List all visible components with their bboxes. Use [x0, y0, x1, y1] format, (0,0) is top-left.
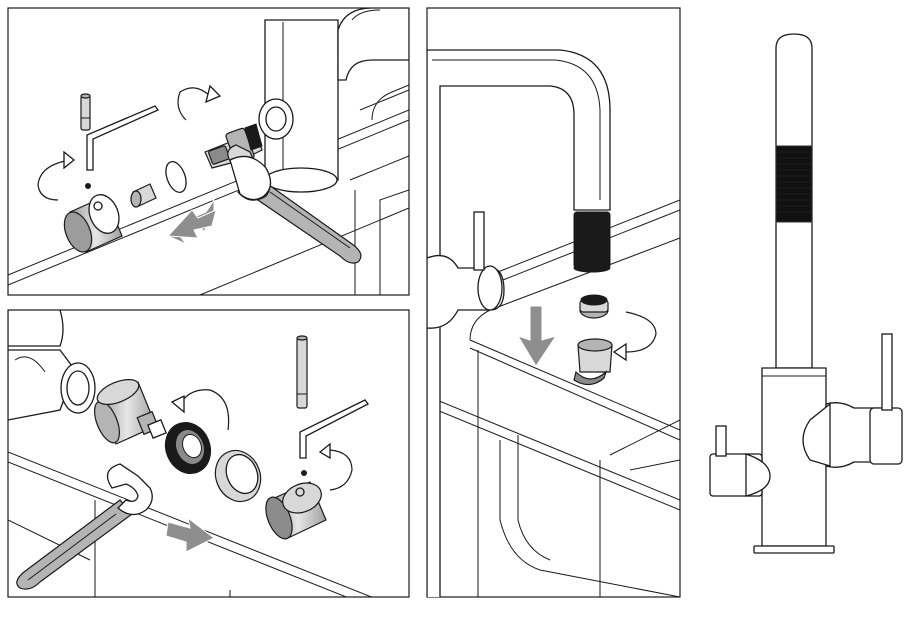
grub-screw — [296, 335, 308, 476]
faucet-lever — [427, 211, 505, 329]
faucet-side-view — [709, 33, 903, 554]
rotate-arrow-icon — [612, 311, 657, 362]
direction-arrow-icon — [166, 198, 217, 246]
handle-knob — [63, 194, 123, 253]
rotate-arrow-icon — [37, 84, 222, 201]
faucet-body — [258, 8, 409, 193]
cover-sleeve — [214, 449, 262, 503]
aerator — [579, 294, 609, 319]
wrench-icon — [227, 144, 362, 264]
o-ring — [165, 161, 187, 193]
direction-arrow-icon — [516, 305, 558, 367]
direction-arrow-icon — [165, 516, 215, 553]
wrench-icon — [16, 463, 153, 590]
sleeve-part — [130, 183, 157, 208]
faucet-body — [8, 310, 96, 421]
handle-knob — [265, 481, 327, 540]
allen-key-icon — [86, 105, 160, 171]
rotate-arrow-icon — [170, 389, 353, 491]
cartridge — [93, 378, 167, 445]
faucet-base — [753, 545, 835, 554]
grub-screw — [80, 93, 91, 189]
panel-reassemble — [7, 309, 410, 598]
allen-key-icon — [299, 399, 369, 459]
aerator-insert — [573, 338, 613, 386]
panel-clean-aerator — [426, 7, 681, 598]
left-lever — [709, 425, 771, 497]
spout-rubber-band — [573, 211, 611, 269]
panel-remove-cartridge — [7, 7, 410, 296]
right-lever — [802, 333, 903, 468]
faucet-spout — [427, 49, 611, 597]
retaining-ring — [164, 422, 212, 474]
band-grip-lines — [776, 151, 812, 213]
